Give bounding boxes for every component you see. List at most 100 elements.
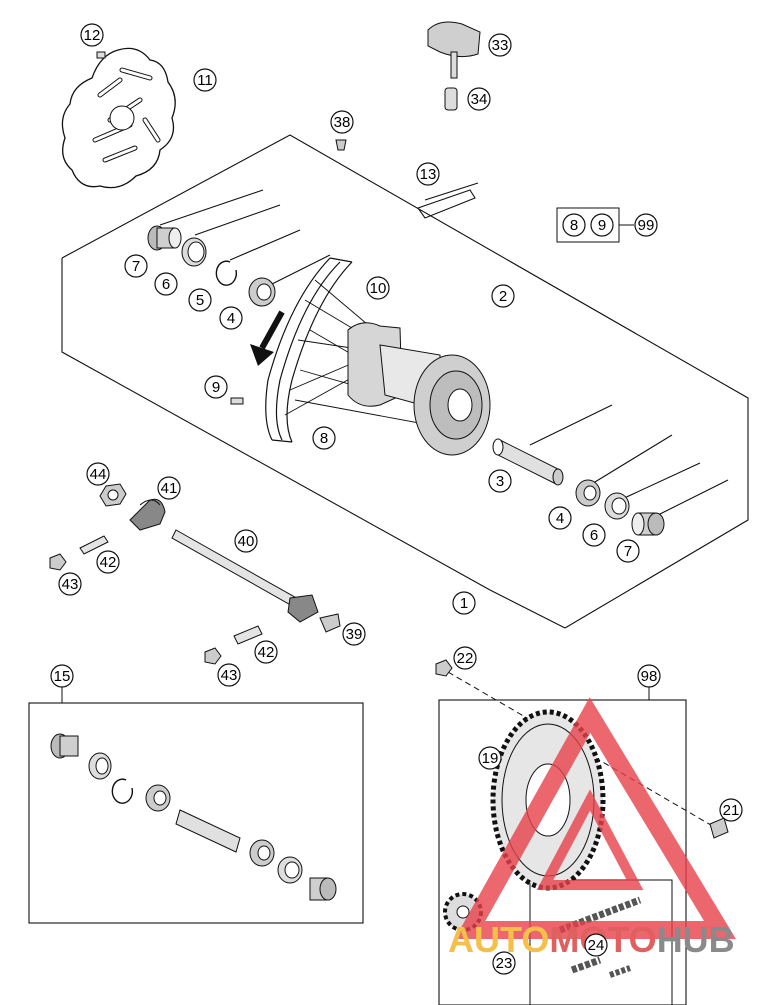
svg-text:6: 6 <box>162 276 170 293</box>
distance-sleeve <box>492 438 564 486</box>
svg-text:12: 12 <box>84 27 101 44</box>
callout-98: 98 <box>637 664 661 688</box>
callout-15: 15 <box>50 664 74 688</box>
svg-text:38: 38 <box>334 114 351 131</box>
callout-22: 22 <box>453 646 477 670</box>
svg-text:19: 19 <box>482 750 499 767</box>
svg-text:42: 42 <box>100 554 117 571</box>
callout-7-left: 7 <box>124 254 148 278</box>
svg-text:6: 6 <box>590 527 598 544</box>
svg-text:3: 3 <box>496 473 504 490</box>
svg-text:34: 34 <box>471 91 488 108</box>
svg-text:23: 23 <box>496 955 513 972</box>
axle <box>171 529 319 623</box>
svg-text:22: 22 <box>457 650 474 667</box>
spoke-wrench <box>427 21 481 79</box>
callout-39: 39 <box>342 622 366 646</box>
axle-nut <box>99 483 127 507</box>
callout-43-top: 43 <box>58 572 82 596</box>
callout-10: 10 <box>366 276 390 300</box>
watermark-logo <box>454 697 736 939</box>
svg-text:2: 2 <box>499 288 507 305</box>
callout-99: 99 <box>634 213 658 237</box>
left-shaft-seal <box>181 237 207 267</box>
svg-text:21: 21 <box>723 802 740 819</box>
svg-text:13: 13 <box>420 166 437 183</box>
callout-41: 41 <box>157 476 181 500</box>
callout-9-box: 9 <box>590 213 614 237</box>
callout-6-left: 6 <box>154 272 178 296</box>
callout-2: 2 <box>491 284 515 308</box>
svg-text:43: 43 <box>221 667 238 684</box>
lock-nut-bottom <box>204 647 222 665</box>
callout-21: 21 <box>719 798 743 822</box>
svg-text:8: 8 <box>320 430 328 447</box>
callout-5-left: 5 <box>188 288 212 312</box>
callout-1: 1 <box>452 591 476 615</box>
svg-text:9: 9 <box>212 379 220 396</box>
spoke-insert <box>444 87 458 111</box>
left-bearing <box>248 277 276 307</box>
rim <box>265 257 353 443</box>
callout-23: 23 <box>492 951 516 975</box>
rotation-arrow <box>250 310 285 366</box>
right-shaft-seal <box>604 492 630 520</box>
right-bearing <box>575 479 601 507</box>
rear-hub <box>347 322 491 456</box>
sprocket-nut <box>709 817 729 839</box>
svg-text:7: 7 <box>624 543 632 560</box>
callout-44: 44 <box>86 462 110 486</box>
nipple-bolt <box>230 397 244 405</box>
svg-text:9: 9 <box>598 217 606 234</box>
svg-text:44: 44 <box>90 466 107 483</box>
svg-text:33: 33 <box>492 37 509 54</box>
svg-text:43: 43 <box>62 576 79 593</box>
callout-34: 34 <box>467 87 491 111</box>
callout-labels: 12 11 33 34 38 13 8 9 99 7 6 5 4 10 2 9 … <box>50 23 743 975</box>
callout-9-hub: 9 <box>204 375 228 399</box>
callout-38: 38 <box>330 110 354 134</box>
svg-text:5: 5 <box>196 292 204 309</box>
callout-7-right: 7 <box>616 539 640 563</box>
callout-3: 3 <box>488 469 512 493</box>
svg-text:41: 41 <box>161 480 178 497</box>
spokes <box>417 182 479 219</box>
left-spacer <box>147 225 182 251</box>
callout-24: 24 <box>584 933 608 957</box>
callout-19: 19 <box>478 746 502 770</box>
svg-text:40: 40 <box>238 533 255 550</box>
callout-33: 33 <box>488 33 512 57</box>
svg-text:99: 99 <box>638 217 655 234</box>
svg-text:1: 1 <box>460 595 468 612</box>
svg-text:24: 24 <box>588 937 605 954</box>
disc-screw <box>96 51 106 59</box>
svg-text:39: 39 <box>346 626 363 643</box>
callout-6-right: 6 <box>582 523 606 547</box>
svg-text:15: 15 <box>54 668 71 685</box>
callout-42-top: 42 <box>96 550 120 574</box>
sprocket-bolt <box>435 659 453 677</box>
svg-text:4: 4 <box>227 310 235 327</box>
callout-8-rim: 8 <box>312 426 336 450</box>
svg-text:4: 4 <box>556 510 564 527</box>
callout-42-bottom: 42 <box>254 640 278 664</box>
svg-text:10: 10 <box>370 280 387 297</box>
callout-4-right: 4 <box>548 506 572 530</box>
adjuster-screw-top <box>79 535 109 555</box>
callout-12: 12 <box>80 23 104 47</box>
callout-8-box: 8 <box>562 213 586 237</box>
chain-adjuster-left <box>129 498 166 531</box>
watermark-hub: HUB <box>657 919 735 960</box>
svg-text:11: 11 <box>197 72 213 89</box>
bearing-kit-frame <box>28 687 364 924</box>
brake-disc <box>61 47 176 189</box>
lock-nut-top <box>49 553 67 571</box>
svg-text:98: 98 <box>641 668 658 685</box>
svg-text:42: 42 <box>258 644 275 661</box>
callout-11: 11 <box>193 68 217 92</box>
valve-cap <box>335 139 347 151</box>
callout-4-left: 4 <box>219 306 243 330</box>
svg-text:8: 8 <box>570 217 578 234</box>
left-circlip <box>215 260 238 286</box>
